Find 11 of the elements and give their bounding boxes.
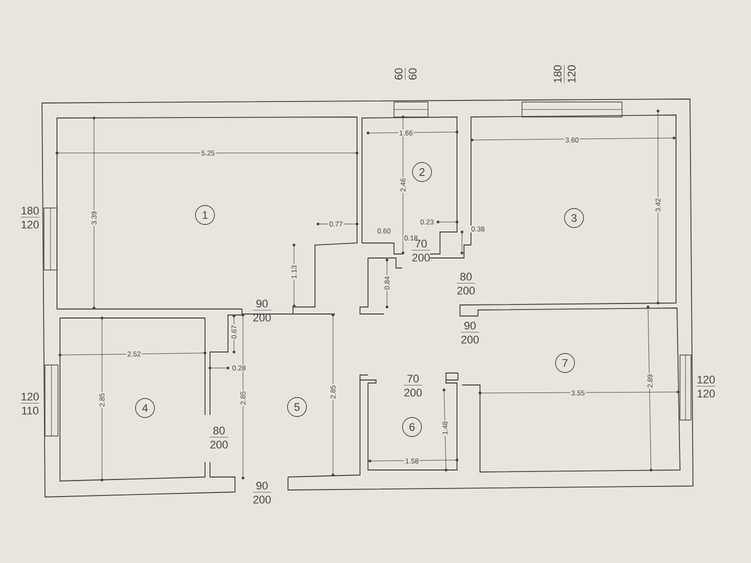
opening-size-label: 80 200 bbox=[210, 426, 228, 449]
opening-size-label: 90 200 bbox=[460, 322, 480, 344]
opening-size-label: 180 120 bbox=[554, 64, 576, 84]
opening-size-label: 70 200 bbox=[404, 374, 422, 397]
opening-size-label: 120 120 bbox=[696, 376, 716, 398]
opening-size-label: 70 200 bbox=[412, 240, 430, 262]
opening-size-label: 60 60 bbox=[394, 68, 417, 80]
opening-size-label: 90 200 bbox=[252, 482, 272, 504]
opening-size-label: 80 200 bbox=[456, 272, 476, 295]
opening-size-label: 180 120 bbox=[20, 206, 40, 229]
opening-size-label: 120 110 bbox=[20, 392, 40, 415]
